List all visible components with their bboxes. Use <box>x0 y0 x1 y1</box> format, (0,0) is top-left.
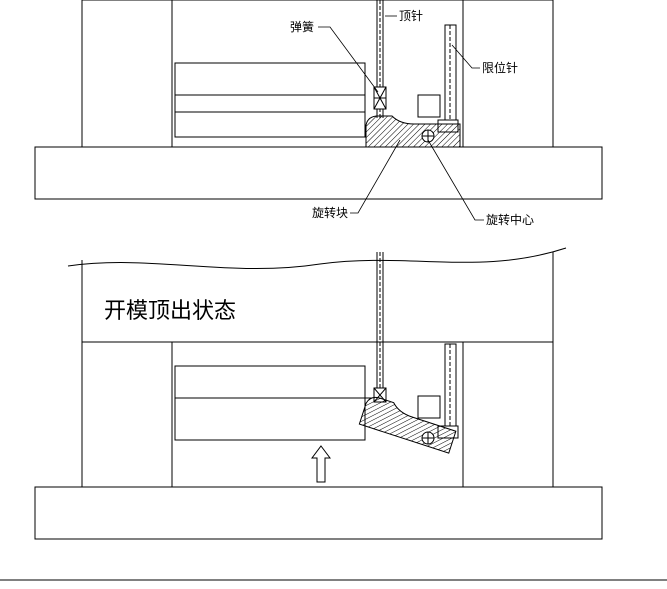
top-spring <box>373 86 387 110</box>
bottom-rotation-center <box>421 431 435 445</box>
eject-direction-arrow <box>311 445 331 483</box>
label-rotation-center: 旋转中心 <box>486 212 534 227</box>
label-spring: 弹簧 <box>290 19 314 34</box>
bottom-ejector-pin <box>376 252 384 400</box>
bottom-limit-pin <box>437 343 459 439</box>
break-line <box>67 247 567 270</box>
open-state-view: 开模顶出状态 <box>34 247 603 540</box>
label-ejector-pin: 顶针 <box>399 8 423 23</box>
bottom-rotating-block <box>358 396 457 454</box>
top-rotating-block <box>365 115 461 148</box>
bottom-base-plate <box>34 486 603 540</box>
state-title: 开模顶出状态 <box>104 299 236 324</box>
top-limit-pin <box>437 24 459 133</box>
label-limit-pin: 限位针 <box>482 60 518 75</box>
closed-state-view: 弹簧 顶针 限位针 旋转块 旋转中心 <box>34 0 603 227</box>
top-rotation-center <box>421 129 435 143</box>
label-rotating-block: 旋转块 <box>312 205 348 220</box>
top-base-plate <box>34 146 603 200</box>
bottom-ejector-plate <box>174 365 366 441</box>
top-ejector-plate <box>174 62 366 138</box>
